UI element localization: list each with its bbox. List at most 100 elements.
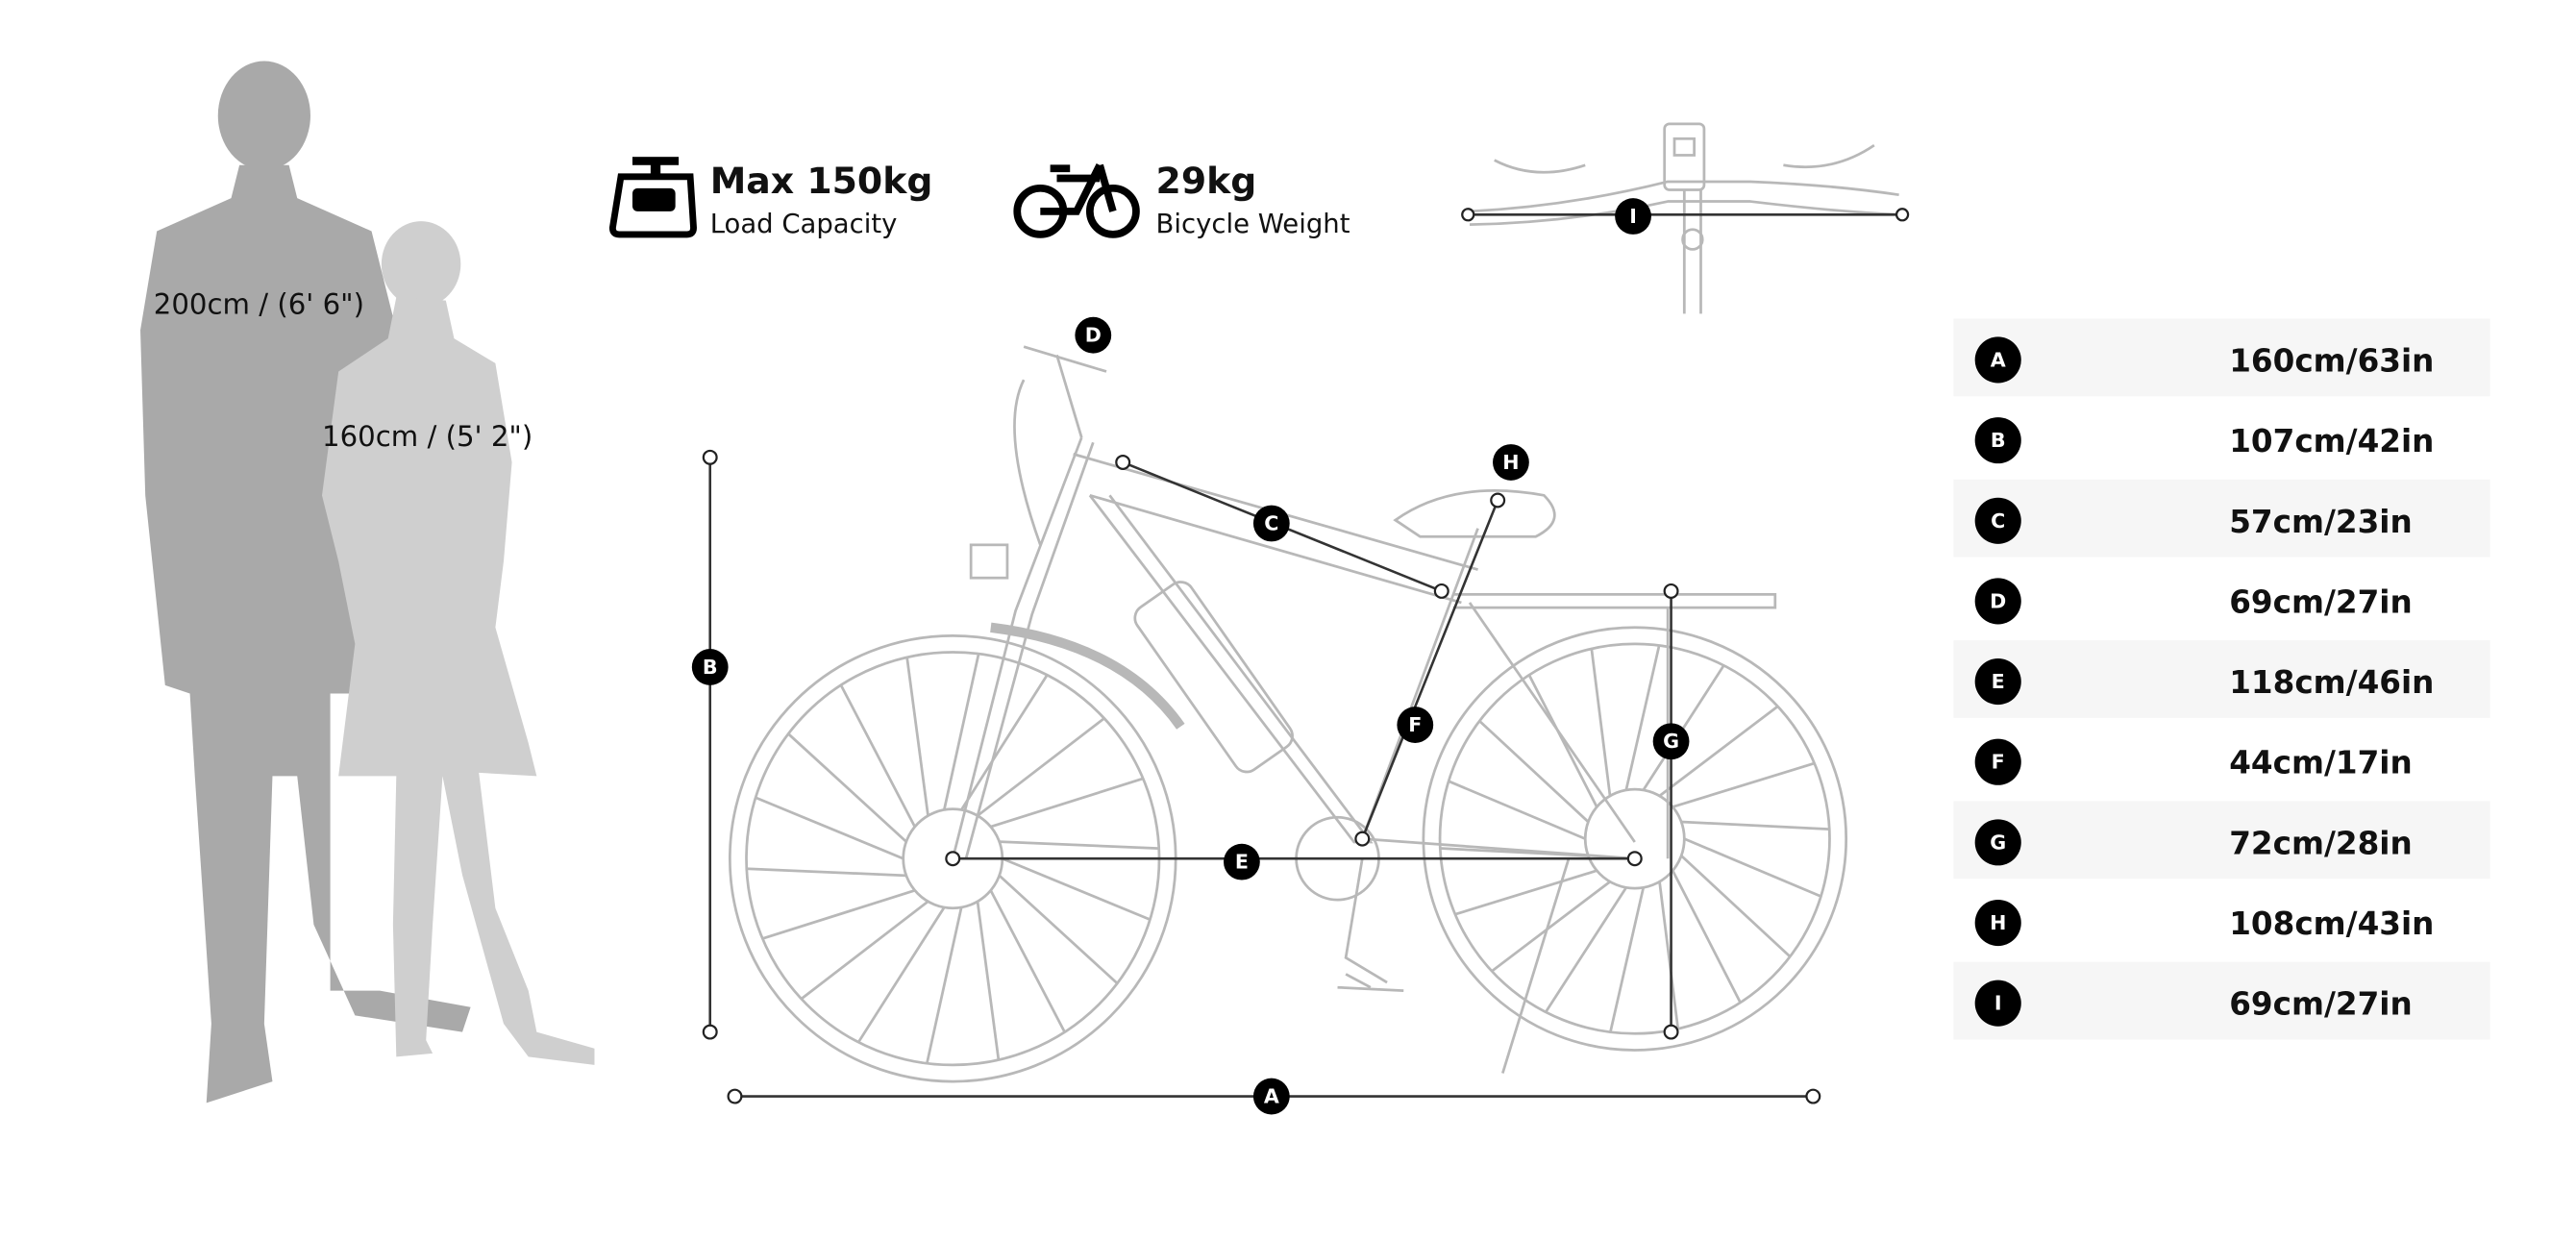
svg-text:E: E — [1992, 670, 2005, 693]
row-badge: C — [1974, 497, 2021, 544]
wheel-spoke — [1642, 664, 1725, 791]
row-badge: E — [1974, 658, 2021, 706]
svg-text:C: C — [1264, 512, 1278, 535]
wheel-spoke — [926, 906, 963, 1064]
badge-d: D — [1075, 316, 1112, 354]
woman-height-label: 160cm / (5' 2") — [322, 420, 533, 453]
wheel-spoke — [989, 889, 1066, 1033]
svg-text:G: G — [1663, 730, 1679, 753]
row-value: 107cm/42in — [2229, 423, 2434, 459]
wheel-spoke — [1672, 761, 1816, 808]
endpoint — [1895, 208, 1910, 222]
endpoint — [702, 1024, 718, 1040]
endpoint — [1663, 583, 1679, 599]
svg-text:I: I — [1629, 205, 1637, 228]
wheel-spoke — [1681, 820, 1830, 831]
svg-text:B: B — [1991, 429, 2006, 452]
row-value: 160cm/63in — [2229, 342, 2434, 379]
load-capacity-label: Load Capacity — [710, 209, 898, 239]
wheel-spoke — [800, 900, 929, 1001]
wheel-spoke — [905, 657, 929, 816]
endpoint — [1433, 583, 1449, 599]
wheel-spoke — [977, 717, 1105, 817]
wheel-spoke — [1624, 645, 1661, 791]
wheel-spoke — [839, 684, 916, 828]
wheel-spoke — [1658, 705, 1779, 798]
badge-h: H — [1493, 444, 1529, 481]
table-row: A 160cm/63in — [1953, 318, 2490, 397]
wheel-spoke — [960, 674, 1049, 811]
wheel-spoke — [1680, 855, 1792, 958]
row-badge: A — [1974, 336, 2021, 384]
endpoint — [1354, 831, 1371, 847]
woman-silhouette — [322, 221, 595, 1065]
endpoint — [1663, 1024, 1679, 1040]
wheel-spoke — [1658, 881, 1680, 1029]
wheel-spoke — [856, 906, 946, 1043]
dimension-line-f — [1361, 499, 1499, 840]
wheel-spoke — [1590, 648, 1612, 797]
svg-text:F: F — [1992, 751, 2005, 774]
svg-text:A: A — [1264, 1085, 1279, 1108]
bicycle-weight-label: Bicycle Weight — [1156, 209, 1350, 239]
row-value: 72cm/28in — [2229, 825, 2412, 861]
svg-text:I: I — [1994, 992, 2002, 1015]
wheel-spoke — [990, 777, 1144, 829]
badge-a: A — [1252, 1078, 1290, 1115]
row-badge: F — [1974, 738, 2021, 785]
svg-text:F: F — [1408, 713, 1422, 736]
weight-icon — [608, 157, 697, 238]
badge-e: E — [1224, 843, 1260, 880]
svg-text:A: A — [1991, 348, 2006, 371]
endpoint — [1115, 454, 1131, 470]
wheel-spoke — [1491, 880, 1611, 973]
row-badge: I — [1974, 980, 2021, 1027]
row-value: 44cm/17in — [2229, 745, 2412, 781]
badge-f: F — [1397, 707, 1434, 743]
wheel-spoke — [1544, 886, 1627, 1013]
wheel-spoke — [999, 840, 1159, 851]
wheel-spoke — [976, 901, 1001, 1060]
row-value: 57cm/23in — [2229, 504, 2412, 540]
row-background — [1953, 318, 2490, 397]
wheel-spoke — [1002, 856, 1151, 921]
wheel-spoke — [755, 796, 904, 860]
row-badge: H — [1974, 899, 2021, 947]
table-row: D 69cm/27in — [1974, 578, 2413, 625]
row-background — [1953, 479, 2490, 558]
wheel-spoke — [1478, 720, 1590, 823]
svg-text:B: B — [703, 656, 718, 679]
svg-text:D: D — [1085, 324, 1102, 347]
row-badge: D — [1974, 578, 2021, 625]
row-badge: B — [1974, 417, 2021, 464]
row-background — [1953, 961, 2490, 1040]
svg-text:G: G — [1990, 831, 2006, 854]
endpoint — [1461, 208, 1475, 222]
wheel-spoke — [1448, 780, 1586, 840]
row-background — [1953, 640, 2490, 718]
wheel-spoke — [942, 653, 980, 810]
table-row: E 118cm/46in — [1953, 640, 2490, 718]
wheel-spoke — [1672, 870, 1742, 1004]
row-value: 69cm/27in — [2229, 583, 2412, 620]
endpoint — [945, 851, 961, 867]
svg-text:C: C — [1991, 509, 2005, 533]
table-row: B 107cm/42in — [1974, 417, 2434, 464]
table-row: C 57cm/23in — [1953, 479, 2490, 558]
wheel-spoke — [1454, 869, 1598, 916]
wheel-spoke — [746, 867, 906, 878]
bicycle-weight-value: 29kg — [1156, 160, 1257, 202]
svg-text:D: D — [1990, 589, 2006, 612]
bike-side-view — [728, 345, 1848, 1083]
wheel-spoke — [1683, 837, 1821, 898]
wheel-spoke — [1609, 887, 1646, 1032]
wheel-spoke — [1440, 847, 1589, 857]
table-row: F 44cm/17in — [1974, 738, 2413, 785]
table-row: G 72cm/28in — [1953, 801, 2490, 880]
badge-b: B — [691, 649, 729, 685]
row-value: 118cm/46in — [2229, 664, 2434, 701]
